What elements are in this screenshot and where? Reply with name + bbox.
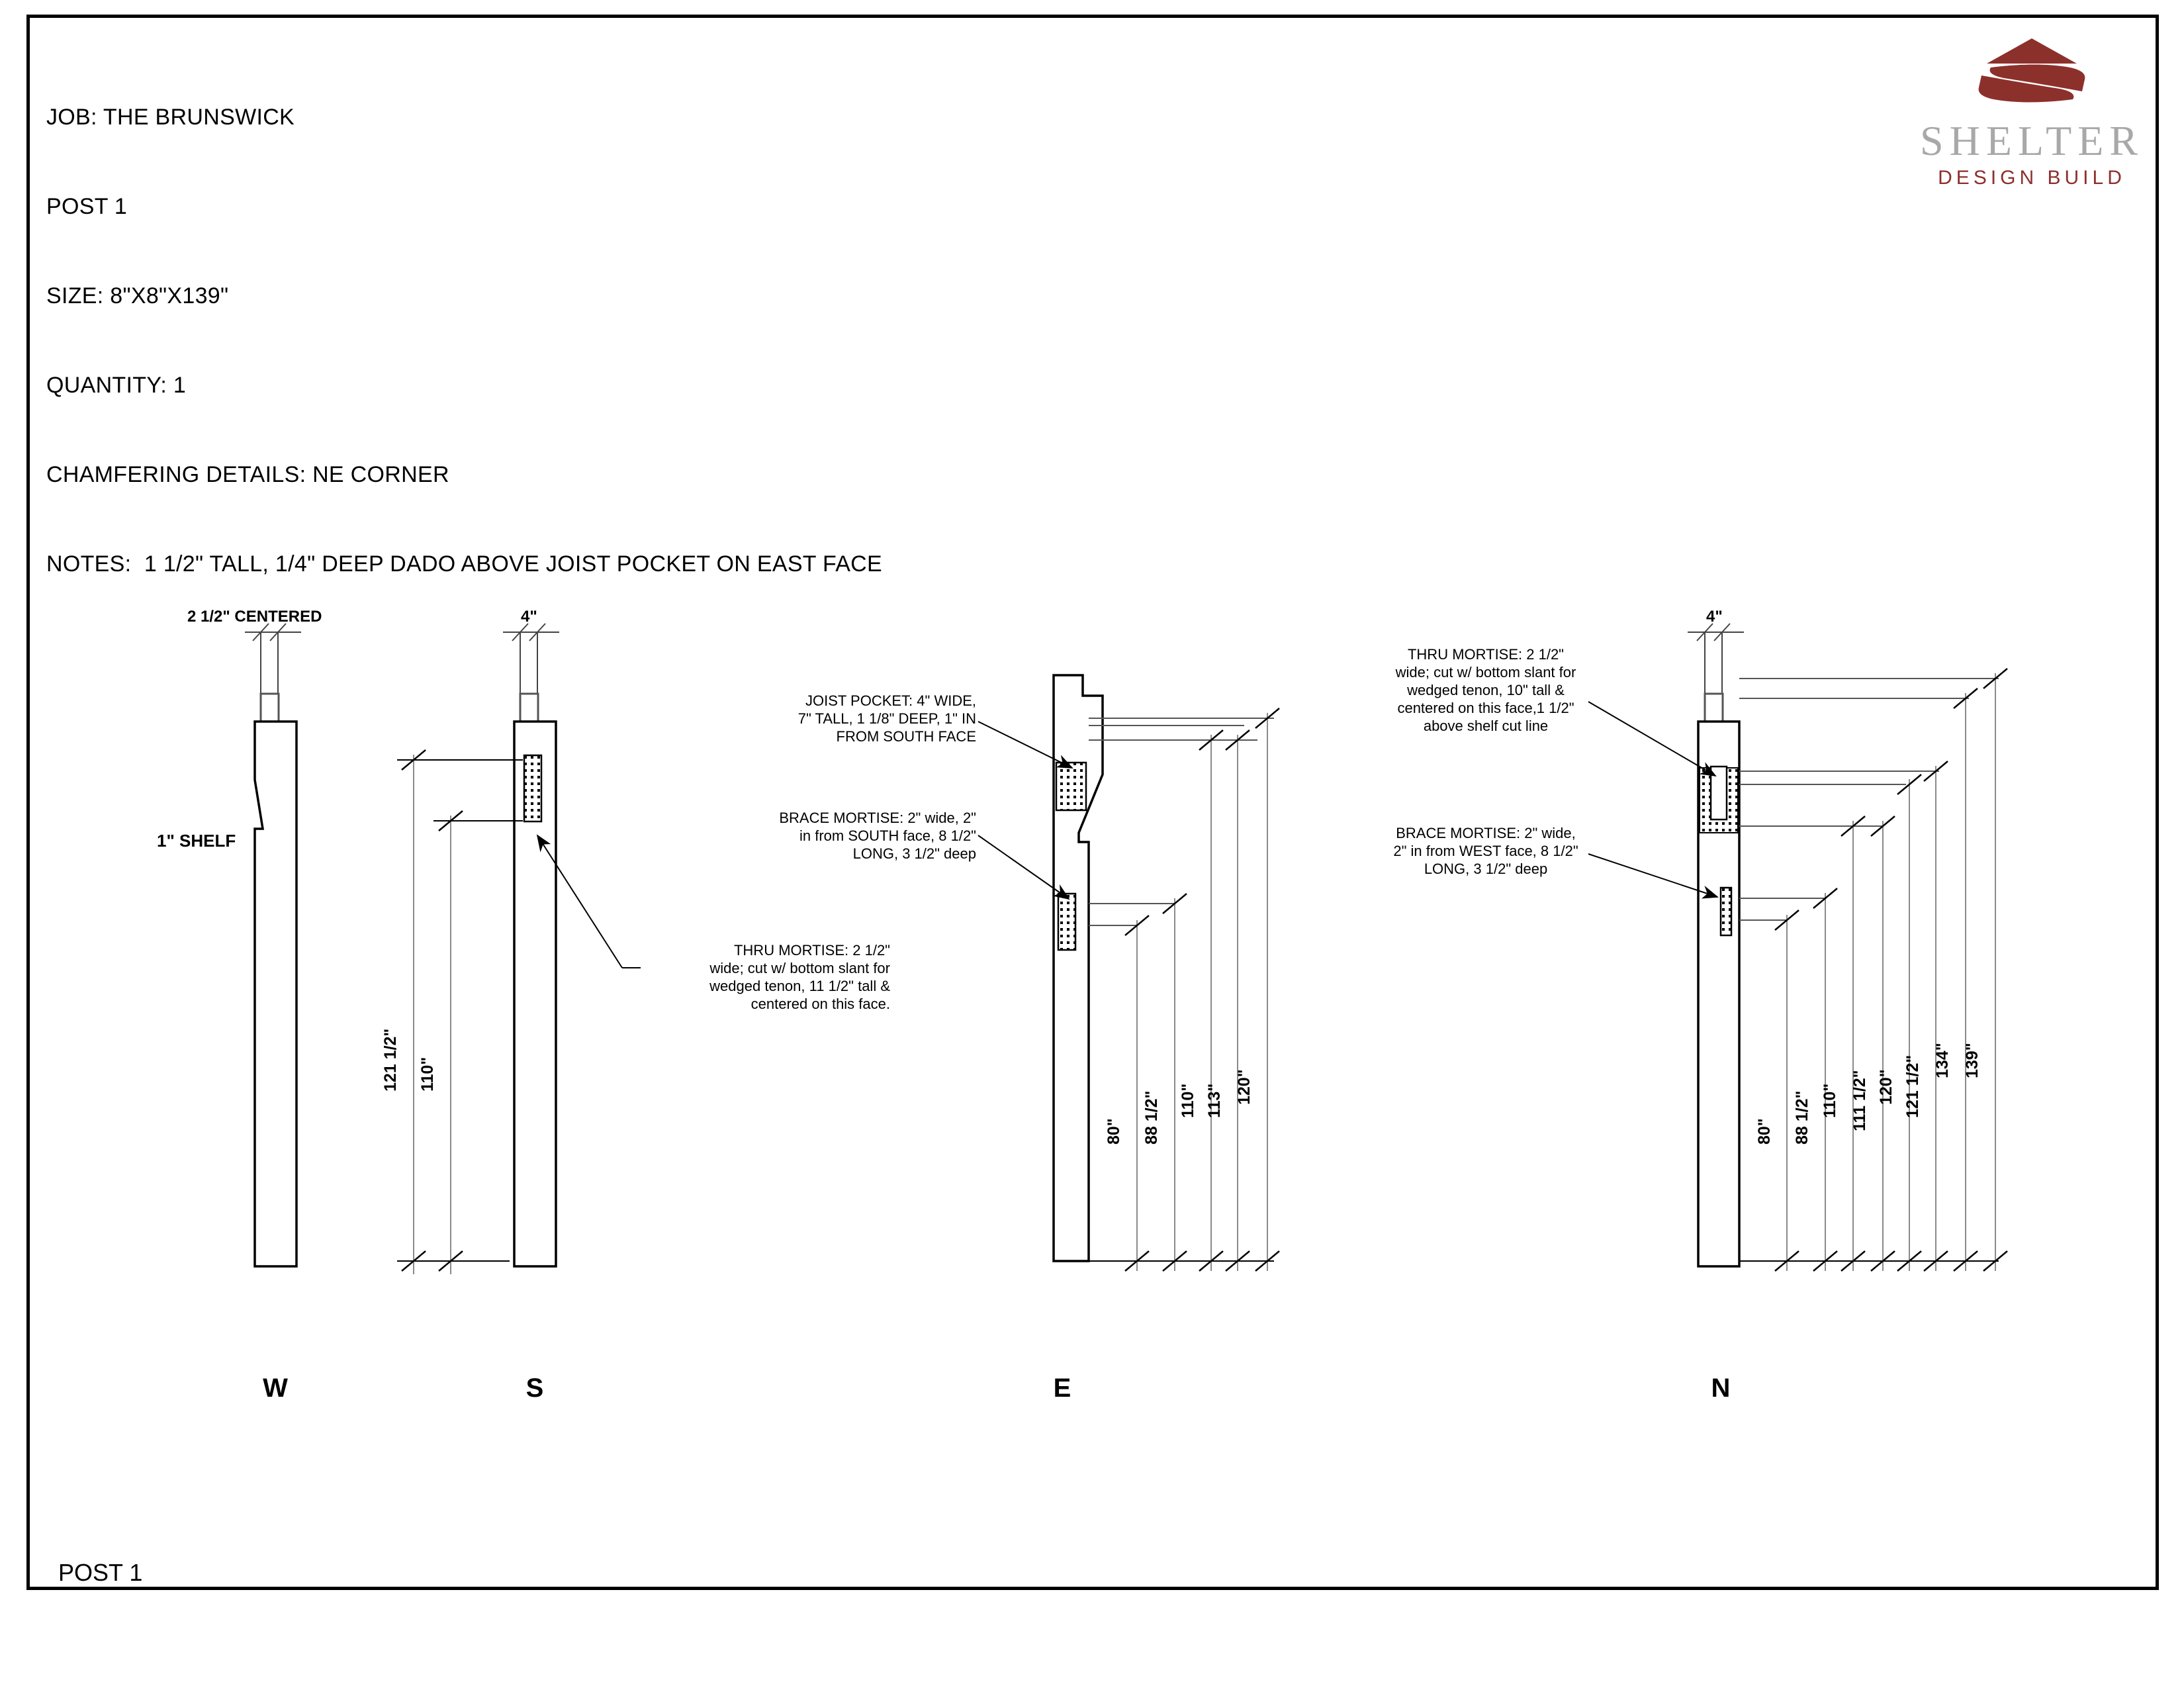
west-post-outline <box>253 720 298 1268</box>
south-tenon <box>519 692 539 723</box>
east-extension-lines <box>1136 713 1268 1271</box>
sheet-border <box>26 15 2159 1590</box>
south-dim-110: 110" <box>418 1056 437 1092</box>
east-joist-pocket-note: JOIST POCKET: 4" WIDE, 7" TALL, 1 1/8" D… <box>797 692 976 745</box>
south-top-dimension-label: 4" <box>521 608 537 626</box>
quantity-line: QUANTITY: 1 <box>46 373 187 398</box>
south-extension-lines <box>413 755 451 1274</box>
north-dimension-ticks <box>1774 668 2008 1272</box>
north-dim-80: 80" <box>1755 1118 1774 1145</box>
north-brace-mortise-note: BRACE MORTISE: 2" wide, 2" in from WEST … <box>1393 825 1578 877</box>
shelter-s-mark-icon <box>1919 33 2144 119</box>
north-brace-mortise <box>1719 886 1733 937</box>
south-thru-mortise-note: THRU MORTISE: 2 1/2" wide; cut w/ bottom… <box>709 942 890 1012</box>
north-top-dimension <box>1688 623 1744 698</box>
east-dim-110: 110" <box>1179 1083 1197 1118</box>
view-north <box>1588 623 2008 1272</box>
view-south <box>397 623 641 1274</box>
east-dim-120: 120" <box>1235 1069 1253 1105</box>
south-dim-121-5: 121 1/2" <box>381 1028 400 1092</box>
post-line: POST 1 <box>46 194 128 219</box>
south-thru-mortise-leader <box>536 834 641 968</box>
east-brace-mortise <box>1057 892 1077 951</box>
north-extension-lines <box>1786 673 1996 1271</box>
notes-line: NOTES: 1 1/2" TALL, 1/4" DEEP DADO ABOVE… <box>46 551 883 577</box>
north-dim-120: 120" <box>1877 1069 1895 1105</box>
view-label-north: N <box>1711 1374 1731 1403</box>
east-dim-88-5: 88 1/2" <box>1142 1090 1161 1145</box>
north-tenon <box>1704 692 1724 723</box>
north-dim-121-5: 121 1/2" <box>1903 1055 1922 1118</box>
south-dimension-ticks <box>401 749 463 1272</box>
north-thru-mortise-note: THRU MORTISE: 2 1/2" wide; cut w/ bottom… <box>1395 646 1576 734</box>
east-dimension-ticks <box>1124 708 1280 1272</box>
view-label-south: S <box>525 1374 544 1403</box>
east-post-outline <box>1052 674 1104 1262</box>
view-east <box>978 674 1280 1272</box>
north-dim-111-5: 111 1/2" <box>1850 1070 1869 1131</box>
title-block: JOB: THE BRUNSWICK POST 1 SIZE: 8"X8"X13… <box>46 43 882 639</box>
north-dimension-lines <box>1739 678 1999 921</box>
company-logo: SHELTER DESIGN BUILD <box>1919 33 2144 191</box>
south-top-dimension <box>503 623 559 698</box>
north-dim-110: 110" <box>1821 1083 1839 1118</box>
north-dim-88-5: 88 1/2" <box>1793 1090 1811 1145</box>
north-thru-mortise <box>1699 765 1739 833</box>
north-dim-134: 134" <box>1933 1043 1952 1078</box>
east-brace-mortise-note: BRACE MORTISE: 2" wide, 2" in from SOUTH… <box>779 810 976 862</box>
west-top-dimension-label: 2 1/2" CENTERED <box>187 608 322 626</box>
east-joist-pocket-leader <box>978 721 1073 769</box>
east-joist-pocket <box>1055 761 1087 812</box>
size-line: SIZE: 8"X8"X139" <box>46 283 229 308</box>
south-dimension-lines <box>397 759 523 1262</box>
west-shelf-label: 1" SHELF <box>157 831 236 851</box>
north-brace-mortise-leader <box>1588 853 1719 899</box>
logo-wordmark: SHELTER <box>1920 117 2144 164</box>
north-thru-mortise-leader <box>1588 701 1717 777</box>
east-dim-80: 80" <box>1105 1118 1123 1145</box>
east-brace-mortise-leader <box>978 835 1070 900</box>
shelter-logo-svg <box>1978 38 2085 103</box>
east-dimension-lines <box>1089 718 1274 926</box>
east-dim-113: 113" <box>1205 1083 1224 1118</box>
chamfering-line: CHAMFERING DETAILS: NE CORNER <box>46 462 449 487</box>
view-west <box>245 623 301 1268</box>
south-thru-mortise <box>523 754 543 823</box>
north-top-dimension-label: 4" <box>1706 608 1723 626</box>
north-dim-139: 139" <box>1963 1043 1981 1078</box>
view-label-east: E <box>1053 1374 1071 1403</box>
west-top-dimension <box>245 623 301 698</box>
footer-post-label: POST 1 <box>58 1559 143 1586</box>
logo-tagline: DESIGN BUILD <box>1938 167 2126 189</box>
west-tenon <box>259 692 280 723</box>
view-label-west: W <box>263 1374 288 1403</box>
job-line: JOB: THE BRUNSWICK <box>46 105 295 130</box>
